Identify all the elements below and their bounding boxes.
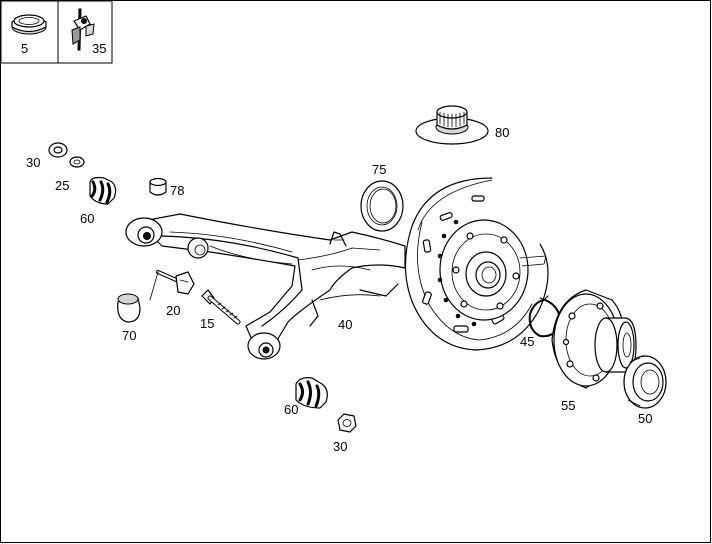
seal-ring-75 xyxy=(360,180,404,232)
callout-55: 55 xyxy=(561,398,575,413)
cap-78 xyxy=(149,177,167,196)
callout-78: 78 xyxy=(170,183,184,198)
bearing-50 xyxy=(623,355,667,409)
callout-60-top: 60 xyxy=(80,211,94,226)
callout-50: 50 xyxy=(638,411,652,426)
bushing-60-top xyxy=(89,176,117,205)
callout-80: 80 xyxy=(495,125,509,140)
callout-40: 40 xyxy=(338,317,352,332)
axle-subframe-40 xyxy=(125,213,406,360)
bushing-60-bottom xyxy=(295,377,328,409)
legend-cell xyxy=(57,0,113,64)
callout-20: 20 xyxy=(166,303,180,318)
plug-icon xyxy=(11,14,47,35)
callout-15: 15 xyxy=(200,316,214,331)
legend-label-35: 35 xyxy=(92,41,106,56)
callout-45: 45 xyxy=(520,334,534,349)
dust-cap-80 xyxy=(415,105,489,145)
plug-70 xyxy=(117,293,141,323)
legend-box-35: 35 xyxy=(57,0,113,64)
legend-label-5: 5 xyxy=(21,41,28,56)
legend-box-5: 5 xyxy=(0,0,59,64)
callout-75: 75 xyxy=(372,162,386,177)
brake-backing-plate xyxy=(404,177,549,351)
callout-70: 70 xyxy=(122,328,136,343)
nut-30-bottom xyxy=(337,413,357,433)
callout-25: 25 xyxy=(55,178,69,193)
washer-25 xyxy=(69,156,85,168)
callout-30-bottom: 30 xyxy=(333,439,347,454)
callout-60-bottom: 60 xyxy=(284,402,298,417)
clip-icon xyxy=(71,8,95,51)
callout-30-top: 30 xyxy=(26,155,40,170)
washer-30-top xyxy=(48,142,68,158)
bolt-20 xyxy=(149,270,195,301)
bolt-15 xyxy=(201,289,241,325)
wheel-hub-55 xyxy=(551,289,637,389)
